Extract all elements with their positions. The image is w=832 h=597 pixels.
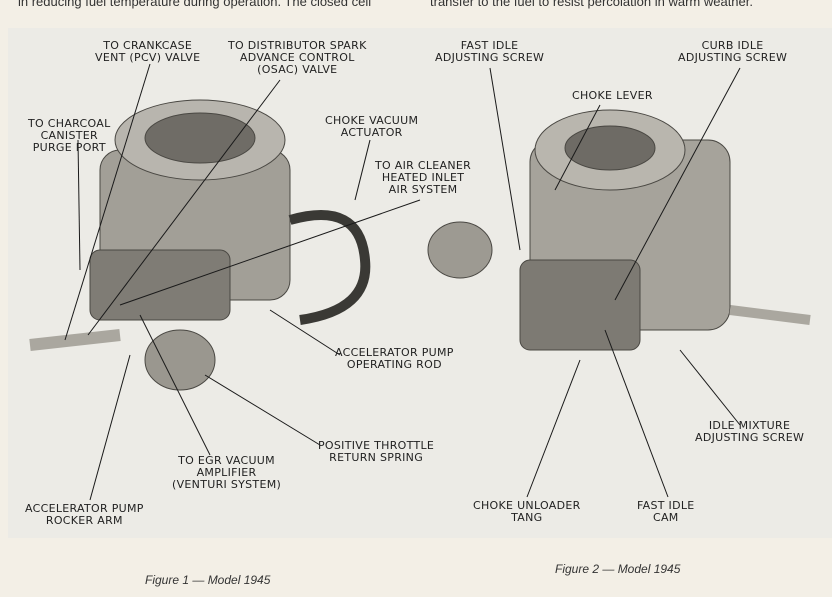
carburetor-model-1945-right [427, 109, 811, 351]
label-choke-lever: CHOKE LEVER [572, 89, 653, 102]
figure1-caption: Figure 1 — Model 1945 [145, 573, 271, 587]
body-text-right: transfer to the fuel to resist percolati… [430, 0, 753, 9]
figure2-caption: Figure 2 — Model 1945 [555, 562, 681, 576]
body-text-left: in reducing fuel temperature during oper… [18, 0, 372, 9]
leader-lines [64, 63, 741, 501]
